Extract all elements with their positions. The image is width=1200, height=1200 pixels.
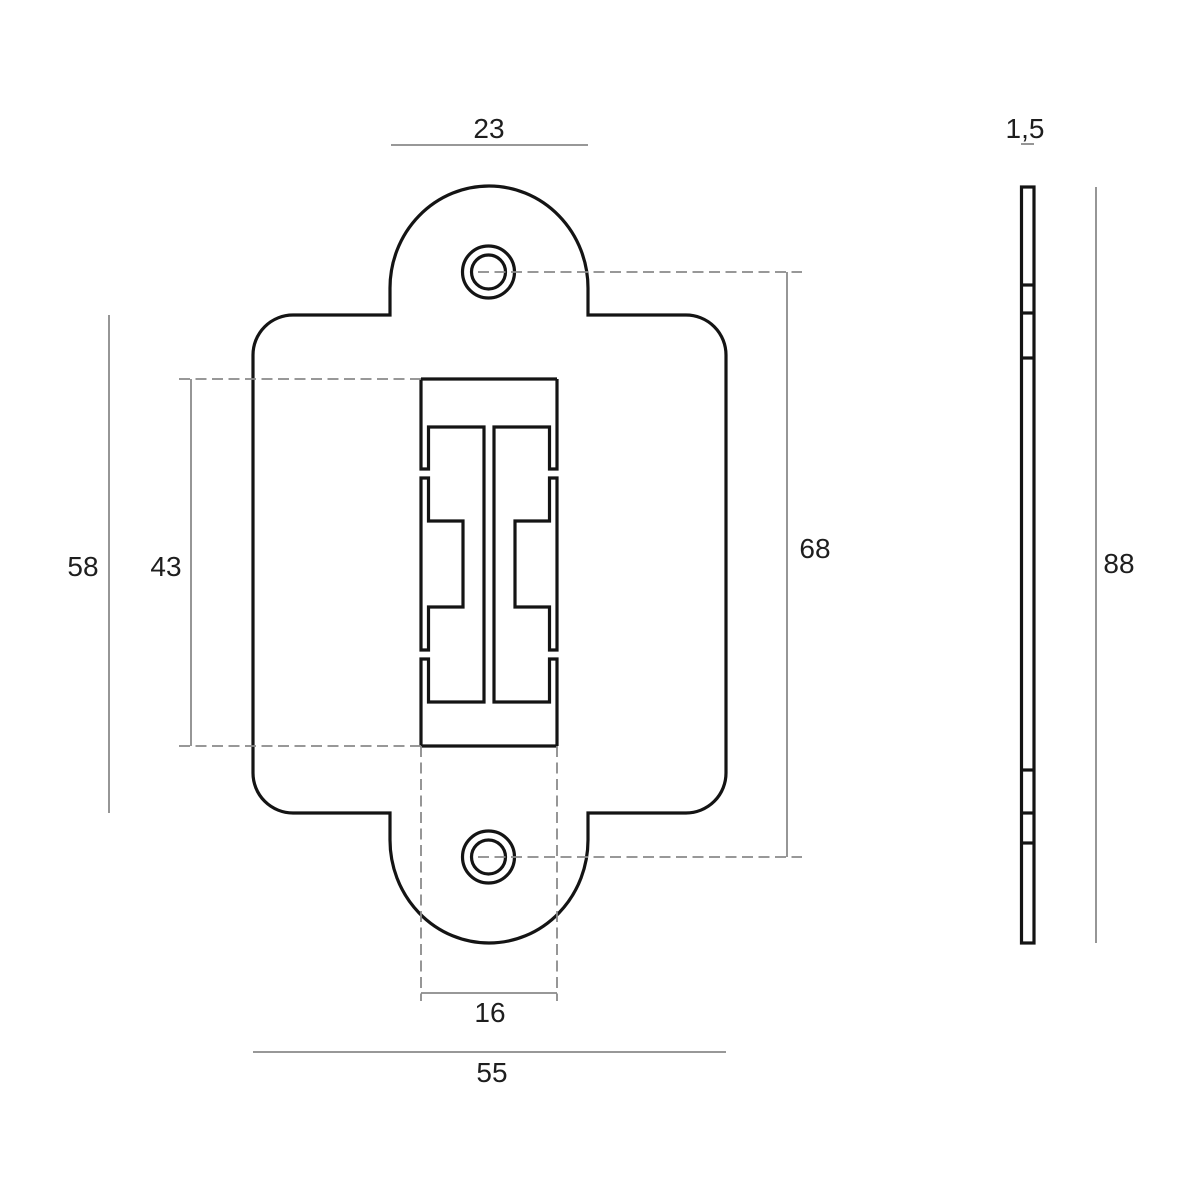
dim-label-cutout-width: 16 — [474, 997, 505, 1028]
dim-label-tab-width: 23 — [473, 113, 504, 144]
side-profile-edge-ticks — [1021, 283, 1034, 845]
dim-label-cutout-height: 43 — [150, 551, 181, 582]
dim-label-overall-width: 55 — [476, 1057, 507, 1088]
dim-label-hole-spacing: 68 — [799, 533, 830, 564]
dim-label-thickness: 1,5 — [1006, 113, 1045, 144]
left-tongue — [419, 379, 486, 746]
dimension-lines — [108, 144, 788, 1053]
plate-outline — [251, 184, 728, 945]
dim-label-body-height: 58 — [67, 551, 98, 582]
front-view: 23 58 43 68 16 55 — [67, 113, 830, 1088]
side-profile — [1019, 185, 1036, 945]
side-view: 1,5 88 — [1006, 113, 1135, 945]
dim-label-overall-height: 88 — [1103, 548, 1134, 579]
right-tongue — [492, 379, 559, 746]
latch-cutout — [419, 377, 559, 748]
construction-lines — [179, 271, 802, 1001]
